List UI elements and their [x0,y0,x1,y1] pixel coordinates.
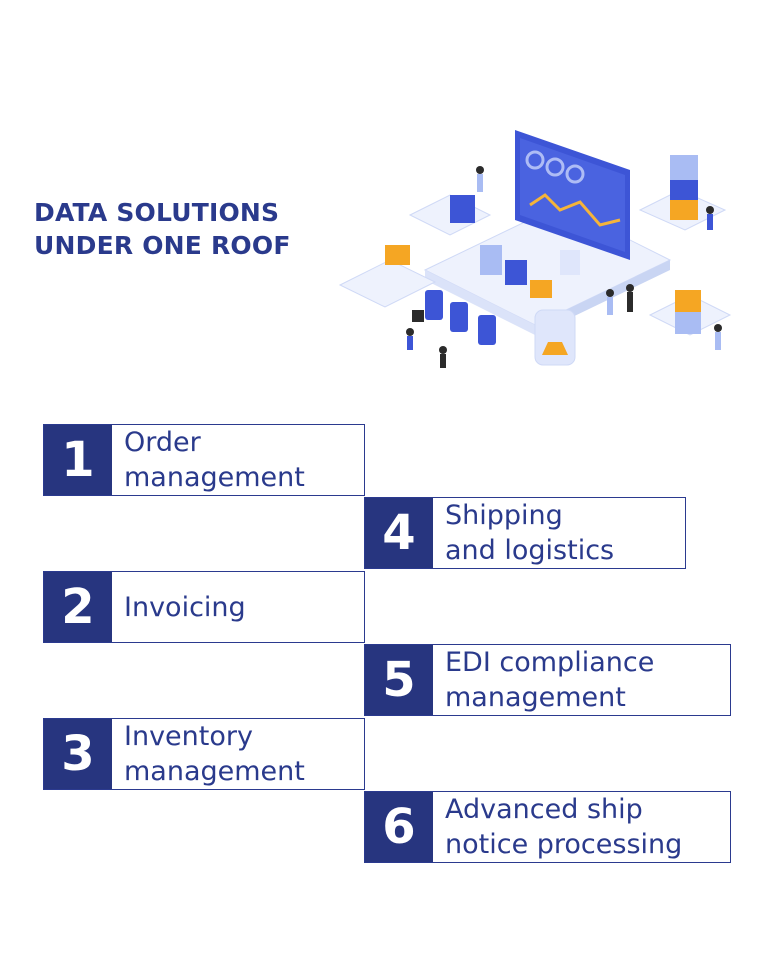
item-card-6: 6 Advanced ship notice processing [364,791,731,863]
item-card-2: 2 Invoicing [43,571,365,643]
item-number-4: 4 [365,498,433,568]
item-card-5: 5 EDI compliance management [364,644,731,716]
item-label-2: Invoicing [124,591,246,623]
item-label-1: Order management [124,427,305,493]
item-label-5: EDI compliance management [445,647,655,713]
item-number-5: 5 [365,645,433,715]
title-line-1: DATA SOLUTIONS [34,198,280,227]
page-title: DATA SOLUTIONS UNDER ONE ROOF [34,196,291,262]
item-number-6: 6 [365,792,433,862]
item-number-1: 1 [44,425,112,495]
item-card-3: 3 Inventory management [43,718,365,790]
item-label-6: Advanced ship notice processing [445,794,683,860]
item-label-4: Shipping and logistics [445,500,615,566]
data-center-illustration [338,130,732,368]
item-card-1: 1 Order management [43,424,365,496]
item-label-3: Inventory management [124,721,305,787]
title-line-2: UNDER ONE ROOF [34,231,291,260]
item-number-2: 2 [44,572,112,642]
item-number-3: 3 [44,719,112,789]
item-card-4: 4 Shipping and logistics [364,497,686,569]
